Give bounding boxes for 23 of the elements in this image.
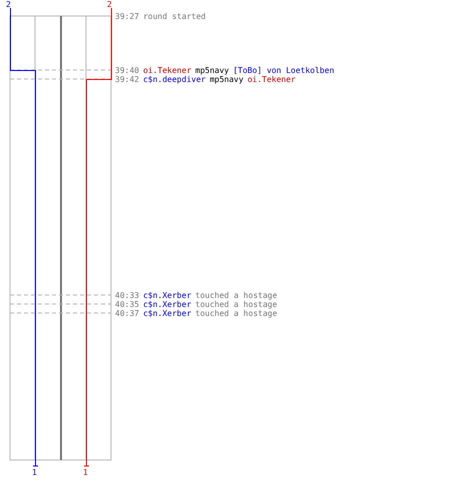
team-count: 1 xyxy=(83,468,88,477)
player-name: oi.Tekener xyxy=(143,66,192,75)
weapon-name: mp5navy xyxy=(210,75,244,84)
timestamp: 39:42 xyxy=(115,75,140,84)
timestamp: 40:35 xyxy=(115,300,140,309)
event-text: touched a hostage xyxy=(195,291,278,300)
weapon-name: mp5navy xyxy=(195,66,229,75)
timestamp: 40:33 xyxy=(115,291,140,300)
event-text: touched a hostage xyxy=(195,309,278,318)
timestamp: 40:37 xyxy=(115,309,140,318)
player-name: oi.Tekener xyxy=(247,75,296,84)
player-name: c$n.deepdiver xyxy=(143,75,206,84)
player-name: [ToBo] von Loetkolben xyxy=(232,66,334,75)
timestamp: 39:27 xyxy=(115,12,140,21)
event-text: touched a hostage xyxy=(195,300,278,309)
event-text: round started xyxy=(143,12,206,21)
team-count: 2 xyxy=(107,0,112,9)
player-name: c$n.Xerber xyxy=(143,300,192,309)
timestamp: 39:40 xyxy=(115,66,140,75)
player-name: c$n.Xerber xyxy=(143,309,192,318)
player-name: c$n.Xerber xyxy=(143,291,192,300)
team-count: 1 xyxy=(32,468,37,477)
team-count: 2 xyxy=(6,0,11,9)
